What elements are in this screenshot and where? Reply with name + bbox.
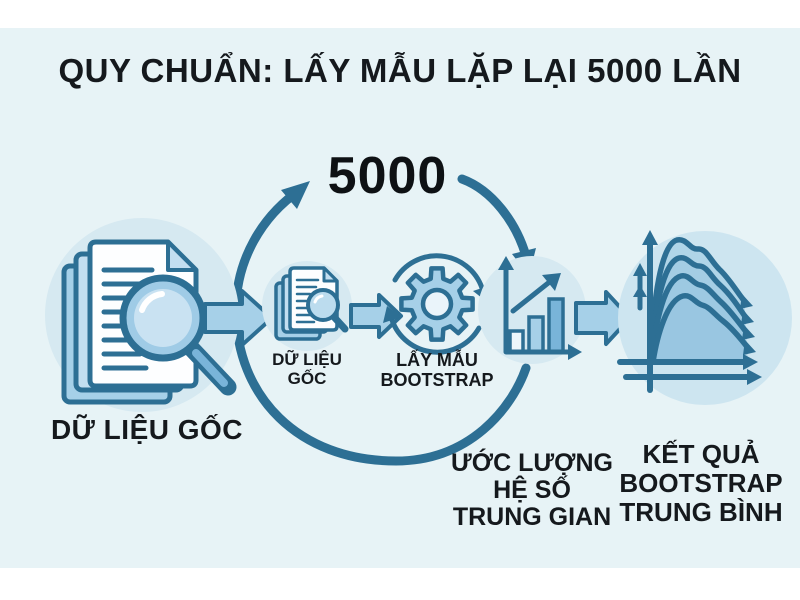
diagram-graphics: [45, 174, 792, 466]
diagram-canvas: QUY CHUẨN: LẤY MẪU LẶP LẠI 5000 LẦN 5000…: [0, 28, 800, 568]
label-bootstrap-sampling: LẤY MẪU BOOTSTRAP: [380, 350, 494, 391]
diagram-title: QUY CHUẨN: LẤY MẪU LẶP LẠI 5000 LẦN: [58, 52, 742, 89]
block-arrow-icon: [203, 289, 274, 347]
block-arrow-icon: [574, 290, 632, 346]
label-bootstrap-result: KẾT QUẢ BOOTSTRAP TRUNG BÌNH: [619, 439, 783, 528]
document-stack-magnifier-icon: [45, 218, 239, 412]
label-original-data: DỮ LIỆU GỐC: [50, 414, 244, 445]
document-magnifier-icon: [262, 261, 352, 351]
label-sample-data: DỮ LIỆU GỐC: [272, 350, 342, 389]
block-arrow-icon: [349, 293, 403, 339]
iteration-count: 5000: [327, 147, 448, 205]
distribution-curves-icon: [617, 230, 792, 405]
bar-chart-icon: [478, 256, 586, 364]
gear-sync-icon: [383, 253, 491, 355]
label-coefficient-estimate: ƯỚC LƯỢNG HỆ SỐ TRUNG GIAN: [451, 449, 613, 531]
